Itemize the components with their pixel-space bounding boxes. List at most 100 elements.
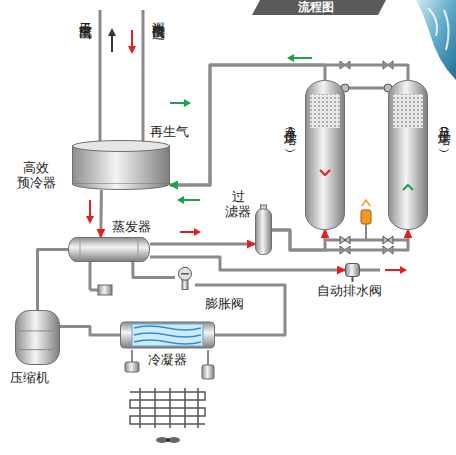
dryer-tower-shape-part	[403, 185, 413, 190]
flow-arrow-part	[182, 199, 200, 201]
pipe-connector	[150, 257, 345, 270]
node-label: 干燥塔（B）	[437, 120, 452, 141]
air-pipe-part	[99, 10, 102, 144]
node-label: 自动排水阀	[317, 283, 382, 298]
node-label: 干燥塔（A）	[283, 120, 298, 141]
sensor-symbol-part	[125, 362, 139, 372]
precooler-vessel-shape-part	[73, 141, 170, 152]
cooling-coil	[130, 388, 205, 428]
flow-arrow-part	[287, 54, 294, 62]
pipe-connector	[60, 327, 120, 336]
flow-arrow-part	[170, 102, 186, 104]
valve-symbol	[340, 61, 393, 254]
sensor-symbol-part	[131, 350, 133, 362]
pipe-connector	[150, 243, 255, 246]
title-banner-part	[252, 0, 386, 15]
cooling-coil-part	[154, 388, 156, 428]
sensor-symbol-part	[202, 365, 214, 379]
precooler-vessel: 高效 预冷器	[72, 140, 170, 190]
pipe-connector	[99, 190, 103, 237]
pressure-gauge-part	[361, 210, 371, 224]
valve-symbol-part	[383, 236, 393, 244]
drain-valve-shape-part	[346, 264, 360, 277]
filter-vessel: 过 滤器	[255, 205, 272, 255]
cooling-coil-part	[197, 388, 199, 428]
air-pipe-part	[89, 262, 92, 290]
expansion-valve: 膨胀阀	[175, 265, 195, 290]
flow-arrow-part	[194, 228, 201, 236]
pipe-connector	[272, 230, 408, 250]
evaporator-vessel-shape-part	[80, 238, 81, 261]
dryer-tower-shape	[305, 80, 345, 230]
flow-arrow-part	[86, 216, 94, 224]
flow-arrow-part	[128, 46, 136, 54]
dryer-tower-shape-part	[393, 94, 423, 128]
expansion-valve-shape-part	[181, 273, 189, 275]
flow-label: 再生气	[150, 124, 189, 139]
pipe-connector	[133, 262, 175, 278]
evaporator-vessel-shape-part	[69, 238, 150, 262]
water-corner-part	[416, 0, 456, 80]
cooling-coil-part	[130, 392, 205, 424]
air-pipe-part	[142, 10, 145, 144]
precooler-vessel-shape	[72, 140, 170, 190]
air-pipe-part	[360, 269, 380, 272]
dryer-tower-shape	[388, 80, 428, 230]
pressure-gauge-part	[365, 224, 367, 240]
pipe-connector	[272, 230, 325, 250]
water-corner-part	[428, 8, 449, 50]
compressor-unit-shape-part	[17, 330, 58, 331]
node-label: 冷凝器	[148, 352, 187, 367]
fan-symbol	[156, 437, 180, 443]
condenser-unit-shape-part	[121, 322, 215, 348]
pressure-gauge-part	[362, 200, 370, 206]
filter-vessel-shape	[255, 205, 272, 255]
pipe-connector	[170, 65, 408, 185]
drain-valve: 自动排水阀	[345, 263, 360, 277]
flow-label: 湿热空气进口	[151, 12, 166, 18]
dryer-tower-shape-part	[306, 81, 345, 230]
valve-symbol-part	[340, 236, 350, 244]
flow-arrow-part	[131, 30, 133, 48]
compressor-unit: 压缩机	[15, 310, 60, 365]
evaporator-vessel-shape	[68, 237, 150, 262]
fan-symbol-part	[166, 438, 170, 442]
drain-valve-shape-part	[352, 277, 354, 282]
node-label: 压缩机	[10, 370, 49, 385]
dryer-tower: 干燥塔（A）	[305, 80, 345, 230]
title-banner	[252, 0, 386, 15]
flow-arrow-part	[180, 231, 196, 233]
flow-arrow-part	[89, 200, 91, 218]
sensor-symbol-part	[207, 350, 209, 365]
cooling-coil-part	[139, 388, 141, 428]
sensor-symbol	[125, 350, 214, 379]
cooling-coil-part	[169, 388, 171, 428]
dryer-tower-shape-part	[310, 94, 340, 128]
flow-arrow-part	[385, 269, 402, 271]
water-corner	[416, 0, 456, 80]
dryer-tower: 干燥塔（B）	[388, 80, 428, 230]
node-label: 膨胀阀	[205, 296, 244, 311]
cooling-coil-part	[184, 388, 186, 428]
flow-label: 干燥空气出口	[78, 12, 93, 18]
flow-arrow-part	[184, 99, 191, 107]
expansion-valve-shape-part	[179, 267, 192, 280]
drain-valve-shape	[345, 263, 360, 277]
evaporator-vessel: 蒸发器	[68, 237, 150, 262]
filter-vessel-shape-part	[256, 209, 272, 255]
dryer-tower-shape-part	[320, 170, 330, 175]
pipe-connector	[170, 65, 325, 185]
compressor-unit-shape-part	[16, 311, 60, 365]
precooler-vessel-shape-part	[73, 184, 170, 190]
diagram-title: 流程图	[298, 0, 334, 15]
compressor-unit-shape-part	[17, 349, 58, 350]
node-label: 过 滤器	[224, 189, 252, 219]
flow-arrow-part	[108, 28, 116, 36]
condenser-unit: 冷凝器	[120, 320, 215, 350]
condenser-unit-shape	[120, 320, 215, 350]
pressure-gauge	[361, 200, 371, 240]
